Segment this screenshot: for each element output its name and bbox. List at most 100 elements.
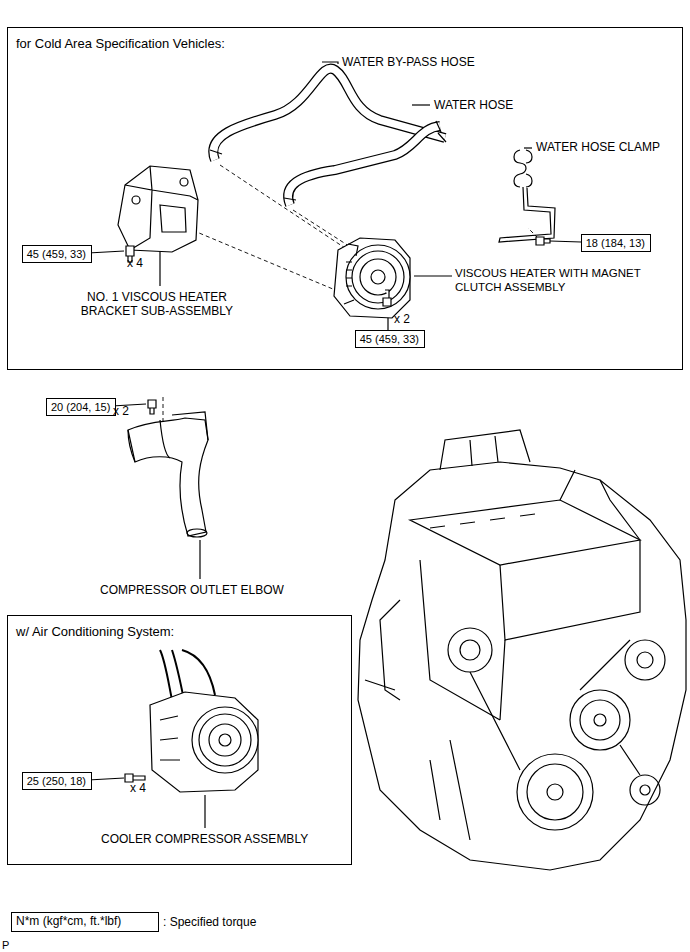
heater-bracket — [180, 178, 188, 186]
torque-box: 45 (459, 33) — [22, 245, 92, 263]
heater-bracket — [118, 166, 198, 252]
engine-illustration — [358, 430, 686, 870]
outlet-elbow — [128, 430, 135, 462]
part-name: P — [2, 938, 9, 952]
torque-box: 20 (204, 15) — [46, 398, 116, 416]
leader-line — [322, 62, 338, 64]
torque-box: N*m (kgf*cm, ft.*lbf) — [11, 912, 159, 932]
viscous-heater — [346, 262, 352, 286]
outlet-elbow — [187, 529, 207, 537]
leader-line — [414, 275, 452, 276]
engine-illustration — [625, 640, 665, 680]
bolt — [383, 290, 391, 306]
torque-box: 45 (459, 33) — [355, 330, 425, 348]
engine-illustration — [527, 764, 583, 820]
engine-illustration — [630, 775, 660, 805]
engine-illustration — [580, 700, 620, 740]
engine-illustration — [448, 628, 492, 672]
part-name: WATER BY-PASS HOSE — [342, 55, 475, 69]
panel-heading: w/ Air Conditioning System: — [16, 624, 174, 639]
engine-illustration — [365, 600, 400, 700]
bolt — [148, 400, 156, 414]
outlet-elbow — [128, 418, 208, 536]
engine-illustration — [570, 690, 630, 750]
engine-illustration — [594, 714, 606, 726]
torque-value: 25 (250, 18) — [27, 774, 87, 788]
part-name: COOLER COMPRESSOR ASSEMBLY — [101, 832, 308, 846]
part-name: WATER HOSE CLAMP — [536, 140, 660, 154]
cooler-compressor — [182, 650, 215, 695]
bolt — [125, 774, 145, 782]
viscous-heater — [334, 238, 410, 318]
outlet-elbow — [160, 412, 208, 458]
outlet-elbow — [128, 412, 208, 537]
engine-illustration — [420, 560, 505, 720]
leader-line — [88, 778, 124, 780]
bolt — [383, 290, 391, 306]
cooler-compressor — [150, 650, 258, 792]
engine-illustration — [430, 740, 470, 840]
part-name: WATER HOSE — [434, 98, 513, 112]
torque-box: 18 (184, 13) — [581, 234, 651, 252]
cooler-compressor — [150, 692, 258, 792]
torque-value: 18 (184, 13) — [586, 236, 646, 250]
hose-clamp — [499, 187, 555, 242]
engine-illustration — [358, 462, 686, 870]
quantity-note: x 4 — [127, 256, 143, 270]
water-hose — [284, 121, 441, 200]
hose-clamp — [514, 150, 526, 187]
leader-line — [524, 147, 532, 148]
engine-illustration — [440, 430, 530, 470]
engine-illustration — [517, 754, 593, 830]
viscous-heater — [360, 259, 396, 295]
leader-line — [88, 62, 581, 828]
engine-illustration — [410, 500, 640, 565]
viscous-heater — [334, 238, 410, 318]
part-name: : Specified torque — [163, 915, 256, 929]
leader-line — [199, 540, 200, 579]
part-name: NO. 1 VISCOUS HEATER BRACKET SUB-ASSEMBL… — [62, 290, 252, 318]
engine-illustration — [470, 640, 640, 775]
engine-illustration — [500, 540, 640, 640]
heater-bracket — [132, 196, 140, 204]
part-name: VISCOUS HEATER WITH MAGNET CLUTCH ASSEMB… — [455, 266, 681, 294]
assembly-line — [220, 165, 345, 248]
assembly-line — [293, 210, 352, 248]
bolt — [536, 237, 550, 245]
bolt — [148, 400, 156, 414]
hose-clamp — [499, 150, 555, 242]
bolt — [125, 774, 145, 782]
cooler-compressor — [209, 724, 241, 756]
quantity-note: x 4 — [130, 781, 146, 795]
viscous-heater — [371, 270, 385, 284]
quantity-note: x 2 — [394, 312, 410, 326]
engine-illustration — [560, 470, 640, 540]
heater-bracket — [118, 166, 198, 252]
cooler-compressor — [192, 707, 258, 773]
leader-line — [204, 795, 205, 828]
part-name: COMPRESSOR OUTLET ELBOW — [100, 583, 284, 597]
leader-line — [412, 104, 430, 105]
panel-heading: for Cold Area Specification Vehicles: — [16, 36, 225, 51]
torque-value: 45 (459, 33) — [27, 247, 87, 261]
engine-illustration — [637, 652, 653, 668]
viscous-heater — [344, 244, 358, 304]
heater-bracket — [160, 205, 186, 232]
torque-value: N*m (kgf*cm, ft.*lbf) — [16, 914, 154, 928]
cooler-compressor — [219, 734, 231, 746]
spec-panel: for Cold Area Specification Vehicles: 45 … — [7, 27, 683, 370]
water-hose — [288, 126, 440, 205]
engine-illustration — [640, 785, 650, 795]
torque-box: 25 (250, 18) — [22, 772, 92, 790]
engine-illustration — [460, 640, 480, 660]
leader-line — [88, 251, 124, 253]
viscous-heater — [352, 251, 404, 303]
assembly-line — [163, 397, 164, 422]
assembly-line — [180, 225, 340, 292]
bolt — [536, 237, 550, 245]
torque-value: 45 (459, 33) — [360, 332, 420, 346]
leader-line — [159, 250, 160, 286]
cooler-compressor — [160, 650, 184, 700]
hose-clamp — [526, 150, 532, 187]
cooler-compressor — [199, 714, 251, 766]
